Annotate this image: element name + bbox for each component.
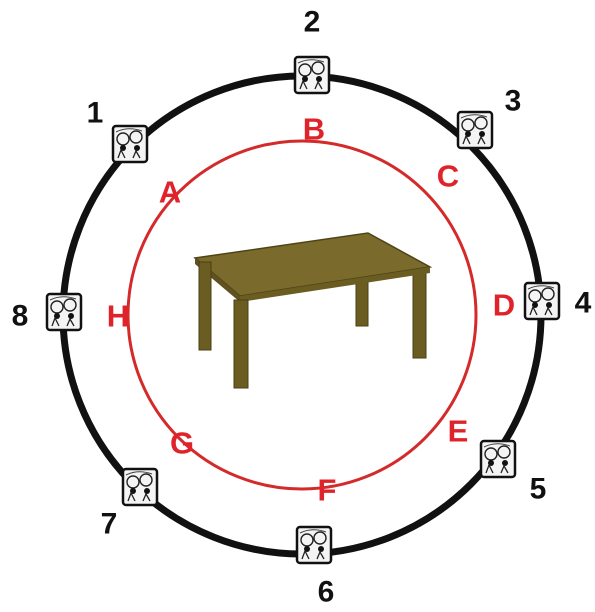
position-label-c: C [437, 159, 459, 194]
camera-label-4: 4 [575, 287, 592, 320]
position-label-b: B [303, 112, 325, 147]
camera-label-7: 7 [101, 508, 118, 541]
position-label-e: E [448, 414, 469, 449]
camera-label-2: 2 [304, 6, 321, 39]
camera-icon-6 [297, 527, 331, 563]
position-label-f: F [318, 473, 337, 508]
position-label-g: G [170, 426, 194, 461]
camera-icon-8 [47, 294, 81, 330]
camera-icon-3 [458, 112, 492, 148]
camera-icon-7 [123, 469, 157, 505]
camera-label-3: 3 [505, 85, 522, 118]
position-label-d: D [493, 288, 515, 323]
camera-icon-5 [481, 441, 515, 477]
camera-icon-2 [295, 57, 329, 93]
position-label-a: A [159, 175, 181, 210]
camera-label-6: 6 [318, 576, 335, 609]
camera-label-8: 8 [12, 300, 29, 333]
camera-label-1: 1 [87, 97, 104, 130]
camera-icon-1 [113, 126, 147, 162]
table-icon [195, 233, 430, 388]
camera-icon-4 [525, 283, 559, 319]
camera-label-5: 5 [530, 473, 547, 506]
position-label-h: H [107, 299, 129, 334]
position-labels: A B C D E F G H [107, 112, 515, 508]
